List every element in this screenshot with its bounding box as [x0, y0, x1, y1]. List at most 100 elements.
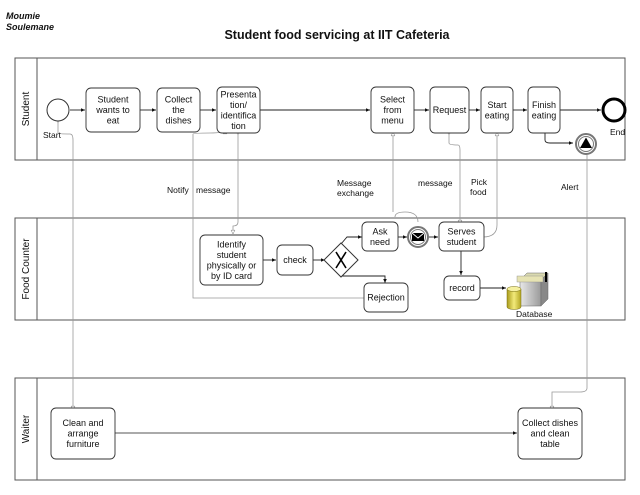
- task-check-box: [276, 244, 314, 276]
- end-event-label: End: [610, 127, 625, 137]
- task-request-box: [429, 86, 470, 134]
- task-collect-the-dishes-label-line: dishes: [165, 116, 192, 126]
- task-presentation-identification-label-line: tion/: [230, 100, 248, 110]
- author-last: Soulemane: [6, 22, 55, 32]
- task-request[interactable]: Request: [429, 86, 470, 134]
- task-start-eating-label-line: Start: [487, 100, 507, 110]
- task-check[interactable]: check: [276, 244, 314, 276]
- task-presentation-identification-label-line: Presenta: [220, 89, 256, 99]
- task-student-wants-to-eat-label-line: wants to: [95, 105, 130, 115]
- seq-finish-to-alert: [544, 133, 573, 145]
- author-name: Moumie Soulemane: [6, 11, 54, 33]
- envelope-icon: [411, 232, 425, 241]
- task-serves-student-box: [438, 221, 485, 252]
- exclusive-gateway[interactable]: [323, 242, 359, 278]
- lane-label-waiter: Waiter: [21, 414, 32, 443]
- task-presentation-identification-label-line: tion: [231, 121, 246, 131]
- task-clean-and-arrange-furniture-label-line: arrange: [67, 429, 98, 439]
- seq-gateway-to-rejection: [341, 275, 387, 283]
- task-identify-student-label-line: student: [217, 250, 247, 260]
- task-ask-need-label-line: need: [370, 237, 390, 247]
- task-record-label-line: record: [449, 283, 475, 293]
- message-intermediate-event[interactable]: [407, 226, 429, 248]
- seq-gateway-to-ask: [340, 235, 362, 245]
- task-record[interactable]: record: [443, 275, 481, 301]
- task-serves-student-label-line: Serves: [447, 226, 476, 236]
- end-event[interactable]: End: [601, 97, 627, 137]
- task-clean-and-arrange-furniture-label-line: furniture: [66, 439, 99, 449]
- task-finish-eating-label-line: eating: [532, 110, 557, 120]
- task-start-eating-label-line: eating: [485, 110, 510, 120]
- database-label: Database: [516, 309, 553, 319]
- task-collect-the-dishes-label-line: Collect: [165, 95, 193, 105]
- task-collect-dishes-and-clean-table-box: [517, 407, 583, 460]
- label-message-1: message: [196, 185, 231, 195]
- lane-label-student: Student: [21, 92, 32, 127]
- flow-start-to-clean: [58, 121, 73, 410]
- database-store[interactable]: Database: [506, 272, 553, 319]
- alert-signal-event[interactable]: [575, 133, 597, 155]
- label-message-exchange-2: exchange: [337, 188, 374, 198]
- author-first: Moumie: [6, 11, 41, 21]
- task-select-from-menu-label-line: Select: [380, 95, 406, 105]
- diagram-title: Student food servicing at IIT Cafeteria: [224, 28, 450, 42]
- flow-serves-to-start-eating: [482, 132, 497, 238]
- task-presentation-identification-label-line: identifica: [221, 110, 257, 120]
- task-request-label-line: Request: [433, 105, 467, 115]
- task-collect-dishes-and-clean-table-label-line: Collect dishes: [522, 418, 579, 428]
- task-rejection[interactable]: Rejection: [363, 282, 409, 313]
- task-collect-dishes-and-clean-table-label-line: table: [540, 439, 560, 449]
- label-pick-food-2: food: [470, 187, 487, 197]
- task-identify-student-label-line: Identify: [217, 239, 247, 249]
- task-ask-need-box: [361, 221, 399, 252]
- task-student-wants-to-eat-box: [85, 87, 141, 133]
- sequence-flows: [70, 108, 601, 435]
- task-identify-student-box: [199, 234, 264, 286]
- task-student-wants-to-eat-label-line: Student: [97, 95, 129, 105]
- label-pick-food-1: Pick: [471, 177, 488, 187]
- task-collect-the-dishes-label-line: the: [172, 105, 185, 115]
- label-notify: Notify: [167, 185, 189, 195]
- task-clean-and-arrange-furniture-box: [50, 407, 116, 460]
- task-serves-student-label-line: student: [447, 237, 477, 247]
- task-clean-and-arrange-furniture-label-line: Clean and: [62, 418, 103, 428]
- start-event-label: Start: [43, 130, 62, 140]
- label-message-exchange-1: Message: [337, 178, 372, 188]
- task-ask-need-label-line: Ask: [372, 226, 388, 236]
- task-select-from-menu-label-line: from: [384, 105, 402, 115]
- task-record-box: [443, 275, 481, 301]
- task-collect-the-dishes-box: [156, 87, 201, 133]
- flow-alert-to-collect: [552, 155, 588, 410]
- task-check-label-line: check: [283, 255, 307, 265]
- lane-label-food-counter: Food Counter: [21, 238, 32, 300]
- task-rejection-label-line: Rejection: [367, 293, 405, 303]
- task-student-wants-to-eat-label-line: eat: [107, 116, 120, 126]
- task-presentation-identification-box: [216, 86, 261, 134]
- flow-message-exchange: [394, 211, 419, 223]
- task-rejection-box: [363, 282, 409, 313]
- task-select-from-menu-box: [370, 86, 415, 134]
- task-collect-dishes-and-clean-table-label-line: and clean: [530, 429, 569, 439]
- gateway-x-icon: [335, 251, 347, 269]
- start-event[interactable]: Start: [43, 98, 70, 140]
- task-select-from-menu-label-line: menu: [381, 116, 404, 126]
- label-message-2: message: [418, 178, 453, 188]
- task-identify-student-label-line: by ID card: [211, 271, 252, 281]
- flow-request-to-serves: [449, 133, 460, 224]
- signal-triangle-icon: [580, 137, 592, 148]
- task-start-eating-box: [480, 86, 514, 134]
- task-identify-student-label-line: physically or: [207, 260, 257, 270]
- task-finish-eating-box: [527, 86, 561, 134]
- task-finish-eating-label-line: Finish: [532, 100, 556, 110]
